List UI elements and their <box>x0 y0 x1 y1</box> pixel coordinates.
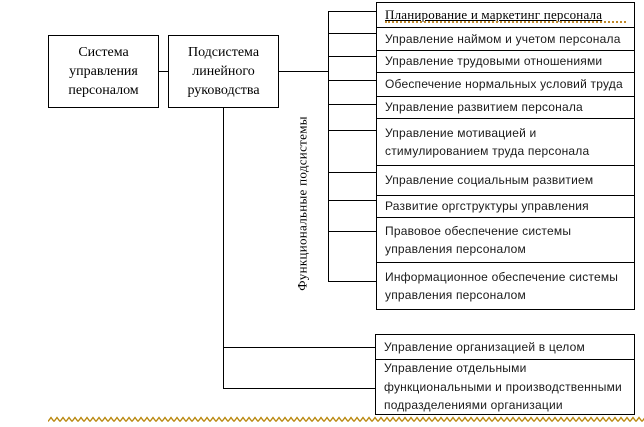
connector-general-row-2 <box>223 388 375 389</box>
functional-row-planning-marketing: Планирование и маркетинг персонала <box>376 2 635 28</box>
functional-row-label: Развитие оргструктуры управления <box>385 199 589 214</box>
spine-rung-4 <box>328 80 376 81</box>
functional-spine-line <box>328 11 329 282</box>
spine-rung-10 <box>328 281 376 282</box>
spine-rung-9 <box>328 231 376 232</box>
general-row-label: Управление отдельными функциональными и … <box>384 361 622 413</box>
connector-system-to-line <box>159 71 168 72</box>
spine-rung-3 <box>328 56 376 57</box>
functional-row-label: Управление развитием персонала <box>385 100 583 115</box>
spine-rung-6 <box>328 130 376 131</box>
functional-row-motivation-stimulation: Управление мотивацией и стимулированием … <box>376 118 635 166</box>
functional-row-label: Управление социальным развитием <box>385 173 594 188</box>
functional-row-org-structure: Развитие оргструктуры управления <box>376 195 635 218</box>
functional-row-label: Управление наймом и учетом персонала <box>385 31 621 46</box>
functional-row-legal-support: Правовое обеспечение системы управления … <box>376 217 635 263</box>
line-subsystem-box: Подсистема линейного руководства <box>168 35 279 108</box>
connector-line-to-general <box>223 108 224 389</box>
functional-row-hiring-accounting: Управление наймом и учетом персонала <box>376 27 635 51</box>
functional-row-personnel-development: Управление развитием персонала <box>376 96 635 119</box>
connector-line-to-spine <box>279 71 328 72</box>
spine-rung-7 <box>328 172 376 173</box>
functional-subsystems-stack: Планирование и маркетинг персонала Управ… <box>376 2 635 310</box>
spine-rung-1 <box>328 11 376 12</box>
page-border-zigzag <box>48 416 644 423</box>
general-row-departments: Управление отдельными функциональными и … <box>375 359 635 415</box>
line-subsystem-box-label: Подсистема линейного руководства <box>187 45 260 98</box>
functional-row-work-conditions: Обеспечение нормальных условий труда <box>376 72 635 97</box>
spellcheck-squiggle-underline <box>385 21 626 23</box>
functional-row-label: Управление трудовыми отношениями <box>385 54 603 69</box>
spine-rung-2 <box>328 33 376 34</box>
general-row-label: Управление организацией в целом <box>384 339 585 354</box>
system-box: Система управления персоналом <box>48 35 159 108</box>
general-row-whole-organization: Управление организацией в целом <box>375 334 635 360</box>
functional-row-label: Правовое обеспечение системы управления … <box>385 223 572 257</box>
functional-row-labor-relations: Управление трудовыми отношениями <box>376 50 635 73</box>
general-management-stack: Управление организацией в целом Управлен… <box>375 334 635 415</box>
functional-row-label: Планирование и маркетинг персонала <box>385 6 603 22</box>
system-box-label: Система управления персоналом <box>68 45 139 98</box>
connector-general-row-1 <box>223 347 375 348</box>
functional-row-social-development: Управление социальным развитием <box>376 165 635 196</box>
functional-row-label: Информационное обеспечение системы управ… <box>385 269 619 303</box>
spine-rung-5 <box>328 104 376 105</box>
functional-row-label: Управление мотивацией и стимулированием … <box>385 125 590 159</box>
functional-subsystems-axis-label: Функциональные подсистемы <box>294 116 310 291</box>
functional-row-information-support: Информационное обеспечение системы управ… <box>376 262 635 310</box>
spine-rung-8 <box>328 200 376 201</box>
functional-row-label: Обеспечение нормальных условий труда <box>385 77 623 92</box>
